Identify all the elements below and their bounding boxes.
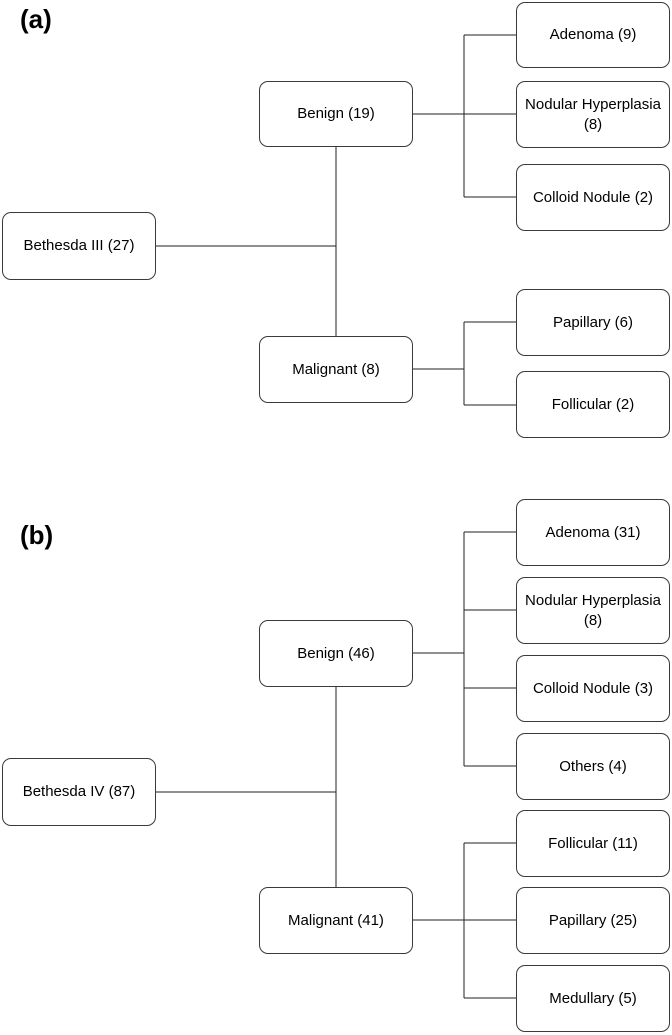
leaf-node-others: Others (4) <box>516 733 670 800</box>
leaf-node-papillary: Papillary (25) <box>516 887 670 954</box>
leaf-node-label: Colloid Nodule (2) <box>532 188 654 206</box>
leaf-node-label: Papillary (25) <box>548 911 638 929</box>
panel-a-label: (a) <box>20 4 52 34</box>
leaf-node-adenoma: Adenoma (31) <box>516 499 670 566</box>
leaf-node-label: Papillary (6) <box>552 313 634 331</box>
leaf-node-label: Colloid Nodule (3) <box>532 679 654 697</box>
panel-b-label: (b) <box>20 520 54 550</box>
leaf-node-follicular: Follicular (2) <box>516 371 670 438</box>
root-node-bethesda-iii: Bethesda III (27) <box>2 212 156 280</box>
leaf-node-label: Adenoma (31) <box>545 523 641 541</box>
leaf-node-label: Follicular (11) <box>548 834 638 852</box>
leaf-node-adenoma: Adenoma (9) <box>516 2 670 68</box>
leaf-node-label: Medullary (5) <box>549 989 637 1007</box>
branch-node-label: Malignant (41) <box>288 911 384 929</box>
leaf-node-follicular: Follicular (11) <box>516 810 670 877</box>
leaf-node-medullary: Medullary (5) <box>516 965 670 1032</box>
leaf-node-colloid-nodule: Colloid Nodule (2) <box>516 164 670 231</box>
leaf-node-label: Nodular Hyperplasia (8) <box>525 95 661 133</box>
leaf-node-nodular-hyperplasia: Nodular Hyperplasia (8) <box>516 81 670 148</box>
leaf-node-papillary: Papillary (6) <box>516 289 670 356</box>
branch-node-label: Benign (46) <box>297 644 375 662</box>
leaf-node-colloid-nodule: Colloid Nodule (3) <box>516 655 670 722</box>
branch-node-malignant: Malignant (8) <box>259 336 413 403</box>
branch-node-label: Malignant (8) <box>292 360 380 378</box>
leaf-node-label: Others (4) <box>559 757 627 775</box>
leaf-node-label: Nodular Hyperplasia (8) <box>525 591 661 629</box>
leaf-node-label: Follicular (2) <box>551 395 635 413</box>
root-node-label: Bethesda IV (87) <box>22 783 136 800</box>
branch-node-label: Benign (19) <box>297 105 375 122</box>
branch-node-benign: Benign (19) <box>259 81 413 147</box>
leaf-node-nodular-hyperplasia: Nodular Hyperplasia (8) <box>516 577 670 644</box>
root-node-label: Bethesda III (27) <box>23 237 135 254</box>
leaf-node-label: Adenoma (9) <box>549 26 637 43</box>
branch-node-malignant: Malignant (41) <box>259 887 413 954</box>
root-node-bethesda-iv: Bethesda IV (87) <box>2 758 156 826</box>
branch-node-benign: Benign (46) <box>259 620 413 687</box>
